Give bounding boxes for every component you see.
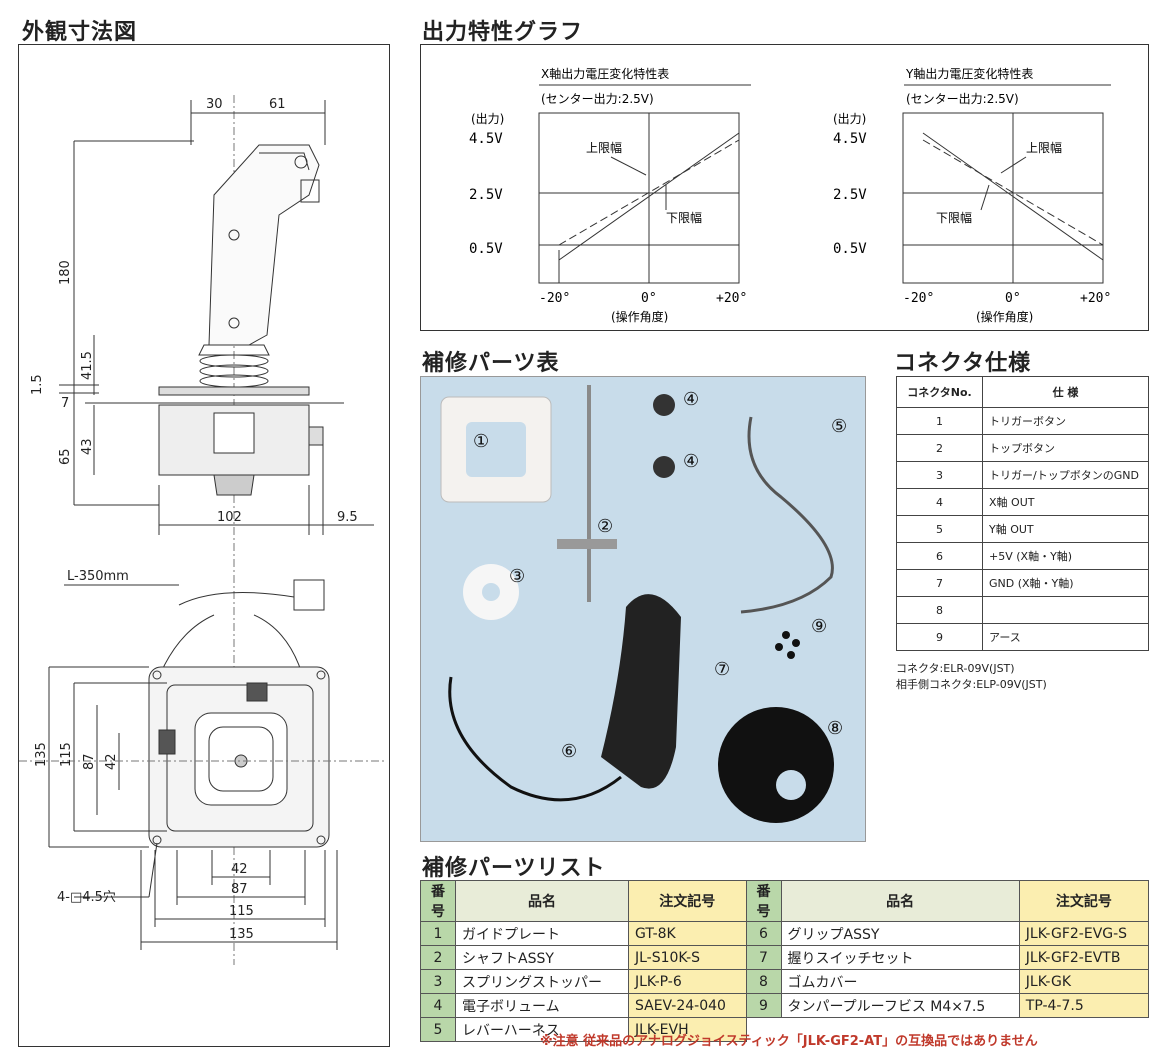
y-v25: 2.5V bbox=[833, 187, 867, 203]
x-pos20: +20° bbox=[716, 291, 747, 306]
hole-note: 4-□4.5穴 bbox=[57, 890, 116, 905]
dims-title: 外観寸法図 bbox=[22, 20, 138, 45]
x-v25: 2.5V bbox=[469, 187, 503, 203]
dim-115-h: 115 bbox=[229, 904, 254, 919]
x-center-note: (センター出力:2.5V) bbox=[541, 92, 654, 106]
connector-header: コネクタNo. 仕 様 bbox=[896, 376, 1149, 408]
connector-note-2: 相手側コネクタ:ELP-09V(JST) bbox=[896, 678, 1047, 691]
x-graph-title: X軸出力電圧変化特性表 bbox=[541, 66, 669, 81]
marker-3: ③ bbox=[509, 566, 525, 587]
x-axis-graph: X軸出力電圧変化特性表 (センター出力:2.5V) (出力) 4.5V 2.5V… bbox=[469, 66, 751, 324]
marker-4a: ④ bbox=[683, 389, 699, 410]
y-zero: 0° bbox=[1005, 291, 1021, 306]
marker-7: ⑦ bbox=[714, 659, 730, 680]
connector-head-spec: 仕 様 bbox=[982, 376, 1149, 408]
connector-row: 6+5V (X軸・Y軸) bbox=[896, 542, 1149, 570]
x-v05: 0.5V bbox=[469, 241, 503, 257]
dim-87-h: 87 bbox=[231, 882, 248, 897]
notice: ※注意 従来品のアナログジョイスティック「JLK-GF2-AT」の互換品ではあり… bbox=[540, 1034, 1038, 1049]
y-lower: 下限幅 bbox=[936, 210, 972, 225]
y-pos20: +20° bbox=[1080, 291, 1111, 306]
dim-42-h: 42 bbox=[231, 862, 248, 877]
connector-title: コネクタ仕様 bbox=[894, 351, 1032, 376]
dim-9-5: 9.5 bbox=[337, 510, 358, 525]
y-v45: 4.5V bbox=[833, 131, 867, 147]
dim-30: 30 bbox=[206, 97, 223, 112]
marker-9: ⑨ bbox=[811, 616, 827, 637]
x-zero: 0° bbox=[641, 291, 657, 306]
marker-8: ⑧ bbox=[827, 718, 843, 739]
y-center-note: (センター出力:2.5V) bbox=[906, 92, 1019, 106]
output-graphs: X軸出力電圧変化特性表 (センター出力:2.5V) (出力) 4.5V 2.5V… bbox=[469, 66, 1111, 324]
x-lower: 下限幅 bbox=[666, 210, 702, 225]
dim-135-v: 135 bbox=[34, 742, 49, 767]
x-v45: 4.5V bbox=[469, 131, 503, 147]
x-axis-label: (操作角度) bbox=[611, 309, 668, 324]
x-y-label: (出力) bbox=[471, 112, 504, 126]
y-graph-title: Y軸出力電圧変化特性表 bbox=[905, 66, 1033, 81]
dim-180: 180 bbox=[58, 260, 73, 285]
marker-5: ⑤ bbox=[831, 416, 847, 437]
dim-102: 102 bbox=[217, 510, 242, 525]
graphs-title: 出力特性グラフ bbox=[422, 20, 584, 45]
marker-2: ② bbox=[597, 516, 613, 537]
y-axis-graph: Y軸出力電圧変化特性表 (センター出力:2.5V) (出力) 4.5V 2.5V… bbox=[833, 66, 1111, 324]
marker-6: ⑥ bbox=[561, 741, 577, 762]
y-neg20: -20° bbox=[903, 291, 934, 306]
dim-43: 43 bbox=[80, 438, 95, 455]
dim-41-5: 41.5 bbox=[80, 351, 95, 380]
marker-1: ① bbox=[473, 431, 489, 452]
connector-note-1: コネクタ:ELR-09V(JST) bbox=[896, 662, 1015, 675]
dim-115-v: 115 bbox=[59, 742, 74, 767]
dim-1-5: 1.5 bbox=[30, 374, 45, 395]
y-upper: 上限幅 bbox=[1026, 140, 1062, 155]
graphs-frame: X軸出力電圧変化特性表 (センター出力:2.5V) (出力) 4.5V 2.5V… bbox=[420, 44, 1149, 331]
y-y-label: (出力) bbox=[833, 112, 866, 126]
connector-head-no: コネクタNo. bbox=[896, 376, 983, 408]
connector-row: 8 bbox=[896, 596, 1149, 624]
parts-photo: ① ② ③ ④ ④ ⑤ ⑥ ⑦ ⑧ ⑨ bbox=[420, 376, 866, 842]
dim-65: 65 bbox=[58, 448, 73, 465]
dims-frame: 30 61 180 41.5 1.5 7 43 65 102 9.5 L-350… bbox=[18, 44, 390, 1047]
x-neg20: -20° bbox=[539, 291, 570, 306]
marker-4b: ④ bbox=[683, 451, 699, 472]
x-upper: 上限幅 bbox=[586, 140, 622, 155]
y-axis-label: (操作角度) bbox=[976, 309, 1033, 324]
dimension-drawing: 30 61 180 41.5 1.5 7 43 65 102 9.5 L-350… bbox=[19, 95, 384, 965]
dim-135-h: 135 bbox=[229, 927, 254, 942]
parts-list-title: 補修パーツリスト bbox=[422, 856, 606, 881]
dim-61: 61 bbox=[269, 97, 286, 112]
dim-7: 7 bbox=[61, 396, 69, 411]
parts-illustration: ① ② ③ ④ ④ ⑤ ⑥ ⑦ ⑧ ⑨ bbox=[440, 385, 847, 823]
dim-42-v: 42 bbox=[104, 753, 119, 770]
y-v05: 0.5V bbox=[833, 241, 867, 257]
parts-list-header: 番号 品名 注文記号 番号 品名 注文記号 bbox=[420, 880, 1150, 922]
parts-photo-title: 補修パーツ表 bbox=[422, 351, 560, 376]
dim-87-v: 87 bbox=[82, 753, 97, 770]
dim-cable: L-350mm bbox=[67, 569, 129, 584]
